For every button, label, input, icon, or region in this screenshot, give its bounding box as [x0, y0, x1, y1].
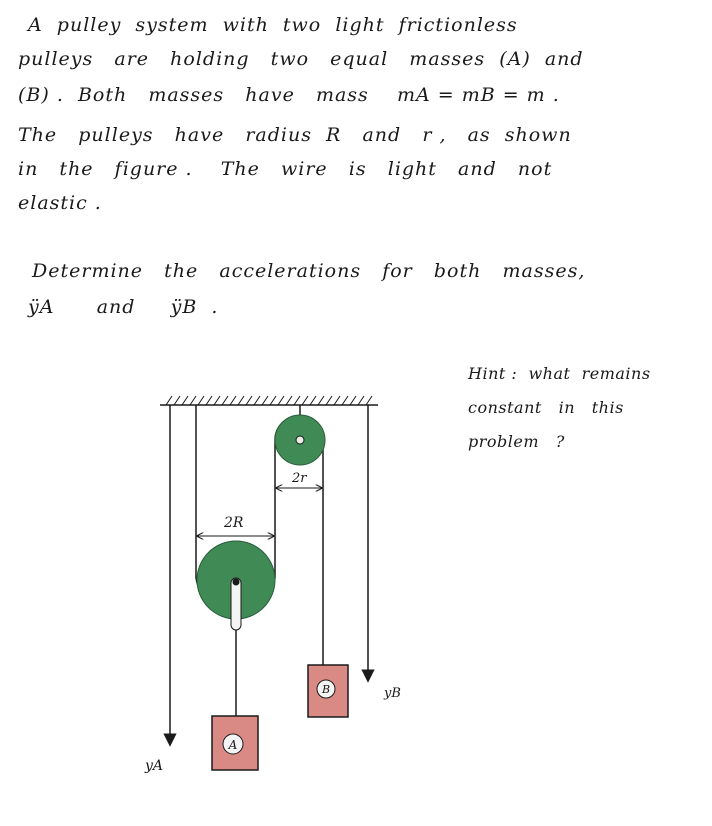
mass-b-label: B [321, 683, 330, 696]
axis-yb: yB [361, 405, 401, 701]
hint-line-3: problem ? [468, 432, 565, 451]
small-pulley [274, 414, 326, 466]
statement-line-6: elastic . [18, 192, 102, 214]
dimension-2r: 2r [276, 471, 322, 488]
statement-line-1: A pulley system with two light frictionl… [28, 14, 518, 36]
mass-a-label: A [228, 738, 238, 752]
mass-b: B [307, 664, 349, 718]
axis-ya: yA [144, 405, 177, 774]
axis-ya-label: yA [144, 758, 163, 774]
question-line-2: ÿA and ÿB . [28, 296, 219, 318]
statement-line-4: The pulleys have radius R and r , as sho… [18, 124, 572, 146]
axis-yb-label: yB [383, 686, 401, 701]
question-line-1: Determine the accelerations for both mas… [32, 260, 586, 282]
mass-a: A [211, 715, 259, 771]
dimension-2R: 2R [197, 515, 274, 536]
label-2R: 2R [223, 515, 244, 531]
statement-line-2: pulleys are holding two equal masses (A)… [18, 48, 584, 70]
statement-line-3: (B) . Both masses have mass mA = mB = m … [18, 84, 560, 106]
hint-line-2: constant in this [468, 398, 624, 417]
statement-line-5: in the figure . The wire is light and no… [18, 158, 553, 180]
big-pulley [195, 540, 276, 631]
hint-line-1: Hint : what remains [468, 364, 651, 383]
label-2r: 2r [291, 471, 307, 486]
ceiling [160, 395, 378, 406]
